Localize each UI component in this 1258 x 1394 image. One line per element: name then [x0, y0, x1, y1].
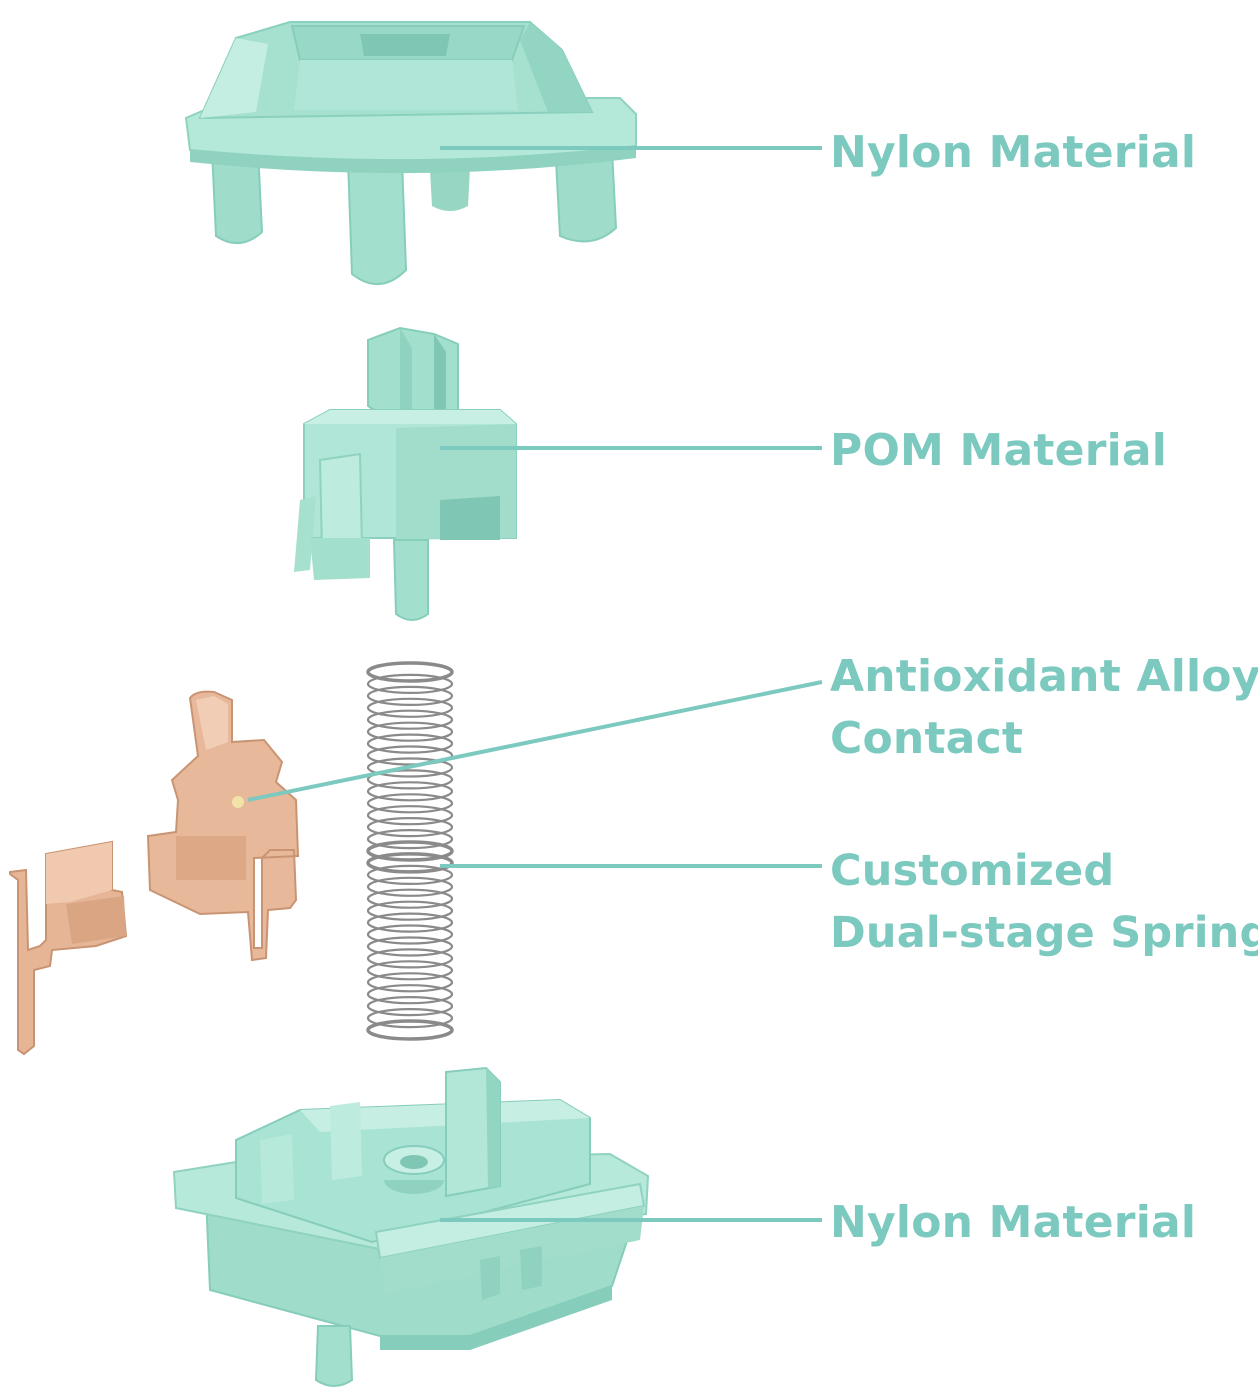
spring-icon — [366, 661, 454, 1041]
label-contact-line2: Contact — [830, 713, 1024, 764]
spring-coil — [366, 745, 454, 766]
stem-icon — [294, 326, 517, 621]
spring-coil — [366, 697, 454, 718]
spring-coil — [366, 948, 454, 969]
label-top-housing-text: Nylon Material — [830, 127, 1197, 178]
label-stem-text: POM Material — [830, 425, 1168, 476]
spring-coil — [366, 900, 454, 921]
spring-coil — [366, 840, 454, 862]
label-top-housing: Nylon Material — [830, 122, 1196, 184]
spring-coil — [366, 960, 454, 981]
label-stem: POM Material — [830, 420, 1167, 482]
contact-bracket-icon — [9, 840, 128, 1056]
spring-coil — [366, 912, 454, 933]
label-bottom-housing-text: Nylon Material — [830, 1197, 1197, 1248]
top-housing-icon — [184, 21, 637, 286]
spring-coil — [366, 924, 454, 945]
spring-coil — [366, 876, 454, 897]
spring-coil — [366, 781, 454, 802]
spring-coil — [366, 805, 454, 826]
spring-coil — [366, 888, 454, 909]
spring-coil — [366, 816, 454, 838]
label-spring-line2: Dual-stage Spring — [830, 908, 1258, 958]
spring-coil — [366, 757, 454, 778]
spring-coil — [366, 709, 454, 730]
contact-leaf-icon — [146, 690, 300, 962]
spring-coil — [366, 733, 454, 754]
spring-coil — [366, 685, 454, 707]
spring-coil — [366, 793, 454, 814]
spring-coil — [366, 852, 454, 874]
spring-coil — [366, 828, 454, 850]
spring-coil — [366, 673, 454, 695]
label-bottom-housing: Nylon Material — [830, 1192, 1196, 1254]
spring-coil — [366, 995, 454, 1017]
spring-coil — [366, 864, 454, 886]
label-spring: Customized Dual-stage Spring — [830, 840, 1258, 964]
leader-contact — [247, 680, 823, 802]
label-contact: Antioxidant Alloy Contact — [830, 646, 1258, 770]
spring-coil — [366, 721, 454, 742]
spring-coil — [366, 972, 454, 993]
leader-lines — [247, 146, 823, 1222]
spring-coil — [366, 1007, 454, 1029]
label-spring-line1: Customized — [830, 846, 1115, 896]
spring-coil — [366, 661, 454, 683]
spring-coil — [366, 984, 454, 1005]
spring-coil — [366, 769, 454, 790]
spring-coil — [366, 936, 454, 957]
label-contact-line1: Antioxidant Alloy — [830, 651, 1258, 702]
spring-coil — [366, 1019, 454, 1041]
bottom-housing-icon — [172, 1066, 650, 1387]
